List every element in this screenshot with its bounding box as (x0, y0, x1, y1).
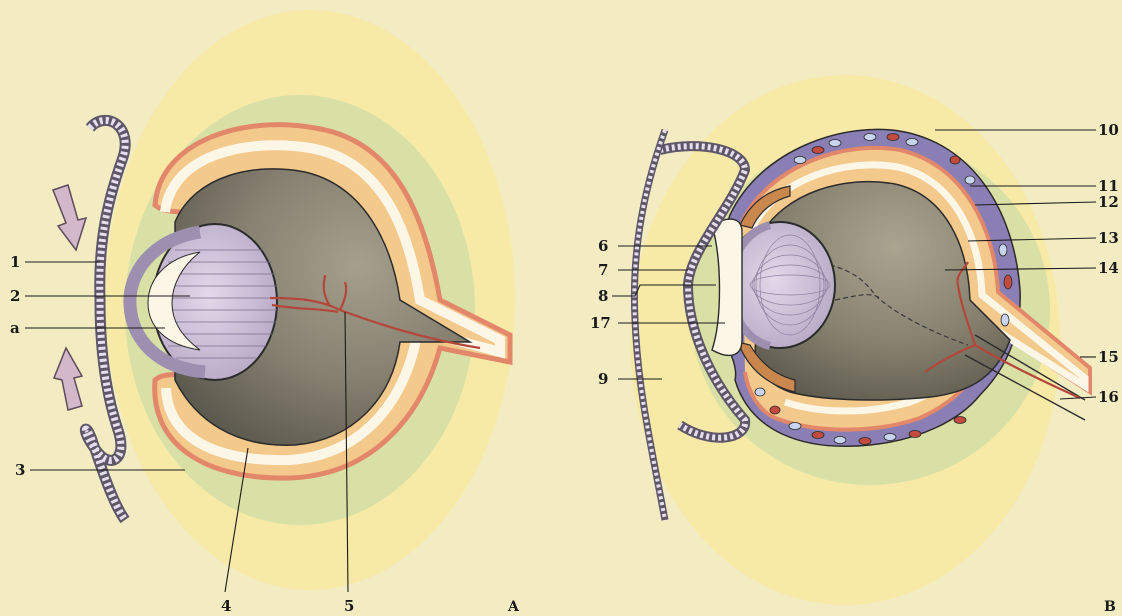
callout-1: 1 (10, 253, 20, 271)
callout-3: 3 (15, 461, 25, 479)
arrow-up-icon (54, 348, 82, 410)
callout-10: 10 (1098, 121, 1119, 139)
callout-13: 13 (1098, 229, 1119, 247)
panel-label-b: B (1104, 599, 1116, 615)
callout-7: 7 (598, 261, 608, 279)
arrow-down-icon (53, 185, 86, 250)
callout-12: 12 (1098, 193, 1119, 211)
callout-6: 6 (598, 237, 608, 255)
callout-8: 8 (598, 287, 608, 305)
panel-b: 6 7 8 17 9 10 11 12 13 14 15 16 B (590, 75, 1119, 615)
callout-9: 9 (598, 370, 608, 388)
panel-label-a: A (507, 599, 520, 615)
callout-16: 16 (1098, 388, 1119, 406)
callout-a: a (10, 319, 20, 337)
callout-2: 2 (10, 287, 20, 305)
callout-4: 4 (221, 597, 231, 615)
callout-5: 5 (344, 597, 354, 615)
callout-14: 14 (1098, 259, 1119, 277)
panel-a: 1 2 a 3 4 5 A (10, 10, 520, 615)
callout-15: 15 (1098, 348, 1119, 366)
callout-17: 17 (590, 314, 611, 332)
